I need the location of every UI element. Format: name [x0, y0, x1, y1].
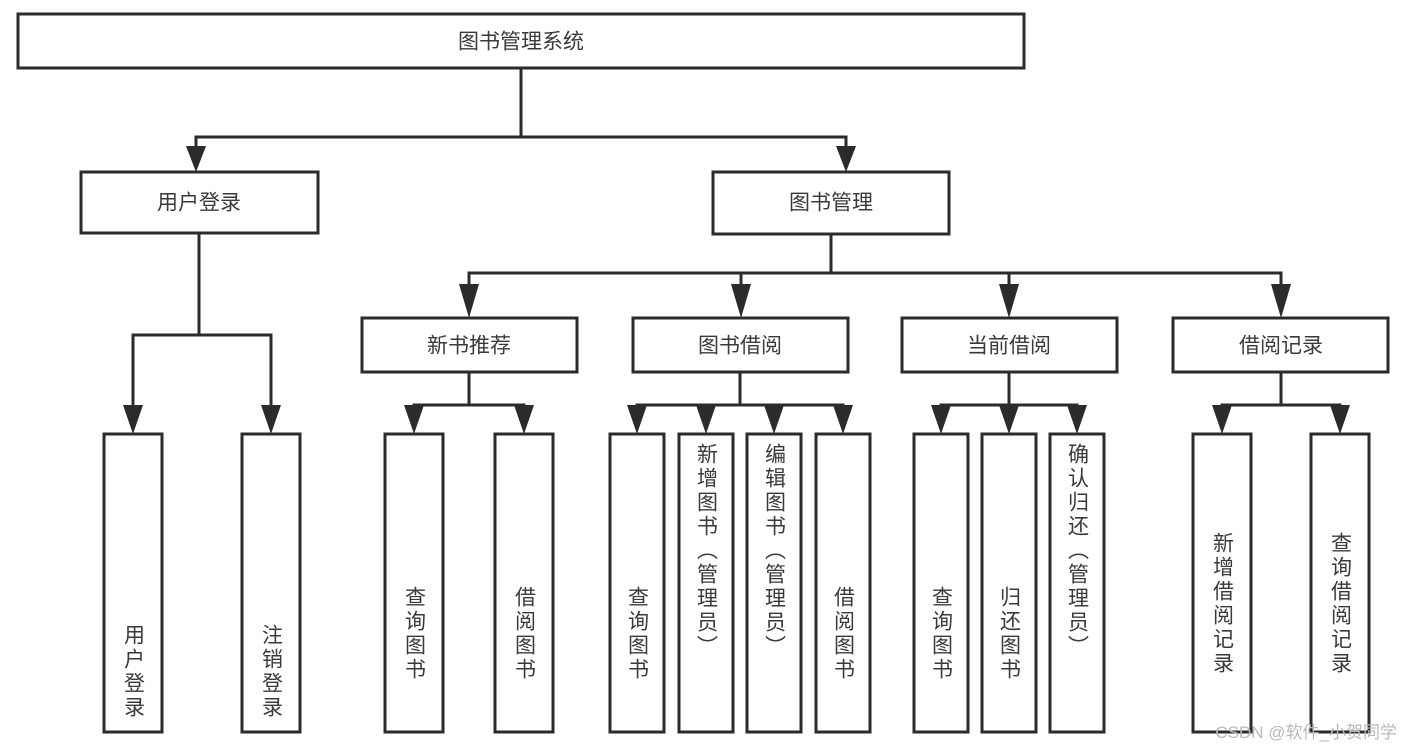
- arrow-head-user-login: [186, 146, 206, 172]
- node-borrow-record[interactable]: 借阅记录: [1171, 316, 1390, 374]
- leaf-user-login[interactable]: 用户登录: [102, 432, 164, 734]
- arrow-head-leaf-user-login: [123, 405, 143, 434]
- node-new-book-recommend[interactable]: 新书推荐: [360, 316, 579, 374]
- leaf-return-book-box[interactable]: [980, 432, 1038, 734]
- arrow-head-leaf-add-record: [1212, 405, 1232, 434]
- leaf-edit-book-label: 编辑图书（管理员）: [763, 443, 787, 659]
- node-user-login-label: 用户登录: [157, 192, 241, 215]
- leaf-query-record-box[interactable]: [1309, 432, 1371, 734]
- node-root-label: 图书管理系统: [458, 31, 584, 54]
- node-user-login[interactable]: 用户登录: [79, 170, 320, 235]
- node-root[interactable]: 图书管理系统: [16, 12, 1026, 70]
- leaf-borrow-book-1[interactable]: 借阅图书: [493, 432, 555, 734]
- leaf-add-book[interactable]: 新增图书（管理员）: [677, 432, 735, 734]
- node-book-borrow[interactable]: 图书借阅: [631, 316, 850, 374]
- node-root-box[interactable]: [16, 12, 1026, 70]
- arrow-head-leaf-query-book-1: [404, 405, 424, 434]
- leaf-borrow-book-2-box[interactable]: [814, 432, 872, 734]
- node-borrow-record-box[interactable]: [1171, 316, 1390, 374]
- node-book-borrow-box[interactable]: [631, 316, 850, 374]
- leaf-add-record-box[interactable]: [1191, 432, 1253, 734]
- arrow-head-leaf-confirm-return: [1067, 405, 1087, 434]
- leaf-query-book-1[interactable]: 查询图书: [383, 432, 445, 734]
- leaf-query-book-1-label: 查询图书: [403, 586, 427, 682]
- leaf-user-login-box[interactable]: [102, 432, 164, 734]
- node-new-book-recommend-label: 新书推荐: [427, 335, 511, 358]
- leaf-edit-book-box[interactable]: [745, 432, 803, 734]
- connector-group-book-management: [459, 232, 1291, 318]
- connector-group-root: [186, 66, 856, 172]
- connector-group-current-borrow: [931, 370, 1087, 434]
- leaf-borrow-book-1-box[interactable]: [493, 432, 555, 734]
- node-new-book-recommend-box[interactable]: [360, 316, 579, 374]
- leaf-query-book-2-label: 查询图书: [626, 586, 650, 682]
- leaf-confirm-return-label: 确认归还（管理员）: [1066, 443, 1090, 659]
- node-borrow-record-label: 借阅记录: [1239, 335, 1323, 358]
- leaf-borrow-book-1-label: 借阅图书: [513, 586, 537, 682]
- leaf-query-book-3[interactable]: 查询图书: [912, 432, 970, 734]
- node-book-management[interactable]: 图书管理: [711, 170, 951, 236]
- node-current-borrow[interactable]: 当前借阅: [900, 316, 1119, 374]
- leaf-query-book-3-box[interactable]: [912, 432, 970, 734]
- arrow-head-leaf-return-book: [999, 405, 1019, 434]
- arrow-head-new-book-recommend: [459, 284, 479, 318]
- leaf-query-book-3-label: 查询图书: [930, 586, 954, 682]
- arrow-head-leaf-query-book-3: [931, 405, 951, 434]
- node-current-borrow-box[interactable]: [900, 316, 1119, 374]
- arrow-head-book-borrow: [731, 284, 751, 318]
- node-current-borrow-label: 当前借阅: [967, 335, 1051, 358]
- arrow-head-book-management: [836, 146, 856, 172]
- connector-group-borrow-record: [1212, 370, 1350, 434]
- leaf-logout[interactable]: 注销登录: [240, 432, 302, 734]
- arrow-head-leaf-edit-book: [764, 405, 784, 434]
- leaf-return-book[interactable]: 归还图书: [980, 432, 1038, 734]
- arrow-head-leaf-query-book-2: [627, 405, 647, 434]
- leaf-query-book-1-box[interactable]: [383, 432, 445, 734]
- connector-group-user-login: [123, 231, 281, 434]
- arrow-head-current-borrow: [999, 284, 1019, 318]
- leaf-add-record[interactable]: 新增借阅记录: [1191, 432, 1253, 734]
- leaf-confirm-return-box[interactable]: [1048, 432, 1106, 734]
- leaf-add-book-label: 新增图书（管理员）: [695, 443, 719, 659]
- node-book-management-label: 图书管理: [789, 192, 873, 215]
- arrow-head-leaf-query-record: [1330, 405, 1350, 434]
- leaf-query-book-2-box[interactable]: [608, 432, 666, 734]
- arrow-head-leaf-borrow-book-2: [833, 405, 853, 434]
- connector-group-book-borrow: [627, 370, 853, 434]
- leaf-query-record-label: 查询借阅记录: [1329, 532, 1353, 676]
- leaf-query-record[interactable]: 查询借阅记录: [1309, 432, 1371, 734]
- node-book-management-box[interactable]: [711, 170, 951, 236]
- leaf-query-book-2[interactable]: 查询图书: [608, 432, 666, 734]
- connector-group-new-book-recommend: [404, 370, 534, 434]
- leaf-add-record-label: 新增借阅记录: [1211, 532, 1235, 676]
- arrow-head-leaf-add-book: [696, 405, 716, 434]
- leaf-edit-book[interactable]: 编辑图书（管理员）: [745, 432, 803, 734]
- leaf-borrow-book-2[interactable]: 借阅图书: [814, 432, 872, 734]
- leaf-user-login-label: 用户登录: [122, 624, 146, 720]
- arrow-head-leaf-borrow-book-1: [514, 405, 534, 434]
- leaf-add-book-box[interactable]: [677, 432, 735, 734]
- leaf-logout-box[interactable]: [240, 432, 302, 734]
- leaf-logout-label: 注销登录: [260, 624, 284, 720]
- arrow-head-leaf-logout: [261, 405, 281, 434]
- leaf-borrow-book-2-label: 借阅图书: [832, 586, 856, 682]
- leaf-confirm-return[interactable]: 确认归还（管理员）: [1048, 432, 1106, 734]
- node-book-borrow-label: 图书借阅: [698, 335, 782, 358]
- node-user-login-box[interactable]: [79, 170, 320, 235]
- leaf-return-book-label: 归还图书: [998, 586, 1022, 682]
- arrow-head-borrow-record: [1271, 284, 1291, 318]
